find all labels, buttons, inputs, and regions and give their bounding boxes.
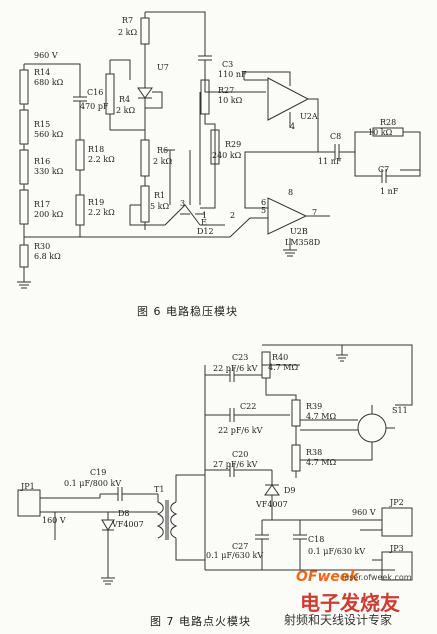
d8-value: VF4007 (112, 520, 144, 529)
r28-label: R28 (380, 118, 397, 127)
d9-value: VF4007 (256, 500, 288, 509)
r27-value: 10 kΩ (218, 96, 243, 105)
c8-value: 11 nF (318, 157, 342, 166)
pin8-label: 8 (288, 188, 294, 197)
r19-label: R19 (88, 198, 105, 207)
c19-value: 0.1 μF/800 kV (64, 479, 122, 488)
connector-jp3 (381, 551, 413, 581)
r18-value: 2.2 kΩ (88, 155, 115, 164)
r19-value: 2.2 kΩ (88, 208, 115, 217)
d9-label: D9 (284, 486, 296, 495)
d12-label: D12 (197, 227, 214, 236)
c23-label: C23 (232, 353, 249, 362)
jp3-label: JP3 (390, 544, 404, 553)
c20-value: 27 pF/6 kV (213, 460, 258, 469)
figure6-caption: 图 6 电路稳压模块 (137, 305, 238, 318)
r29-label: R29 (225, 140, 242, 149)
c20-label: C20 (232, 450, 249, 459)
c3-label: C3 (222, 60, 234, 69)
r16-label: R16 (34, 157, 51, 166)
r39-value: 4.7 MΩ (306, 412, 337, 421)
pin3-label: 3 (180, 199, 186, 208)
pin7-label: 7 (312, 208, 318, 217)
r15-value: 560 kΩ (34, 130, 64, 139)
v160-label: 160 V (42, 516, 66, 525)
r27-label: R27 (218, 86, 235, 95)
watermark-title: 电子发烧友 (300, 591, 400, 615)
jp1-label: JP1 (21, 482, 35, 491)
c7-value: 1 nF (380, 187, 399, 196)
pin5-label: 5 (261, 206, 267, 215)
v960-label: 960 V (352, 508, 376, 517)
ground-symbol (17, 281, 31, 289)
pin1-label: 1 (202, 211, 208, 220)
c3-value: 110 nF (218, 70, 247, 79)
r7-label: R7 (122, 16, 134, 25)
watermark-site: laser.ofweek.com (342, 573, 412, 582)
t1-label: T1 (154, 485, 165, 494)
r17-value: 200 kΩ (34, 210, 64, 219)
r15-label: R15 (34, 120, 51, 129)
c27-label: C27 (232, 542, 249, 551)
c23-value: 22 pF/6 kV (213, 364, 258, 373)
u2a-label: U2A (300, 112, 318, 121)
r40-value: 4.7 MΩ (268, 363, 299, 372)
resistor-r38 (291, 444, 301, 472)
connector-jp2 (381, 507, 413, 537)
watermark-brand: OFweek (296, 569, 359, 585)
pin6-label: 6 (261, 198, 267, 207)
lm358d-label: LM358D (285, 238, 321, 247)
r28-value: 10 kΩ (368, 128, 393, 137)
r6-value: 2 kΩ (153, 157, 173, 166)
resistor-r28 (372, 127, 404, 137)
r1-label: R1 (154, 191, 166, 200)
r7-value: 2 kΩ (118, 28, 138, 37)
opamp-u2a (267, 77, 310, 121)
watermark-subtitle: 射频和天线设计专家 (284, 613, 393, 627)
u2b-label: U2B (290, 227, 308, 236)
r38-label: R38 (306, 448, 323, 457)
jp2-label: JP2 (390, 498, 404, 507)
connector-jp1 (17, 489, 41, 517)
c19-label: C19 (90, 468, 107, 477)
r1-value: 5 kΩ (150, 202, 170, 211)
r18-label: R18 (88, 145, 105, 154)
r4-label: R4 (119, 95, 131, 104)
pin2-label: 2 (230, 211, 236, 220)
c18-label: C18 (308, 535, 325, 544)
switch-s11 (357, 413, 387, 443)
c22-value: 22 pF/6 kV (218, 426, 263, 435)
d8-label: D8 (118, 509, 130, 518)
r17-label: R17 (34, 200, 51, 209)
c18-value: 0.1 μF/630 kV (308, 547, 366, 556)
c7-label: C7 (378, 165, 390, 174)
r14-value: 680 kΩ (34, 78, 64, 87)
supply-960v-label: 960 V (34, 51, 58, 60)
e-label: E (201, 218, 207, 227)
r29-value: 240 kΩ (212, 151, 242, 160)
u7-label: U7 (157, 63, 169, 72)
r38-value: 4.7 MΩ (306, 458, 337, 467)
c16-label: C16 (87, 88, 104, 97)
c8-label: C8 (330, 132, 342, 141)
pin4-label: 4 (290, 122, 296, 131)
r40-label: R40 (272, 353, 289, 362)
s11-label: S11 (392, 406, 408, 415)
opamp-u2b (267, 197, 308, 235)
r6-label: R6 (157, 146, 169, 155)
r30-label: R30 (34, 242, 51, 251)
r4-value: 2 kΩ (116, 106, 136, 115)
c16-value: 470 pF (80, 102, 109, 111)
r16-value: 330 kΩ (34, 167, 64, 176)
r30-value: 6.8 kΩ (34, 252, 61, 261)
resistor-r39 (291, 399, 301, 427)
c22-label: C22 (240, 402, 257, 411)
c27-value: 0.1 μF/630 kV (206, 551, 264, 560)
r14-label: R14 (34, 68, 51, 77)
r39-label: R39 (306, 402, 323, 411)
figure7-caption: 图 7 电路点火模块 (150, 615, 251, 628)
